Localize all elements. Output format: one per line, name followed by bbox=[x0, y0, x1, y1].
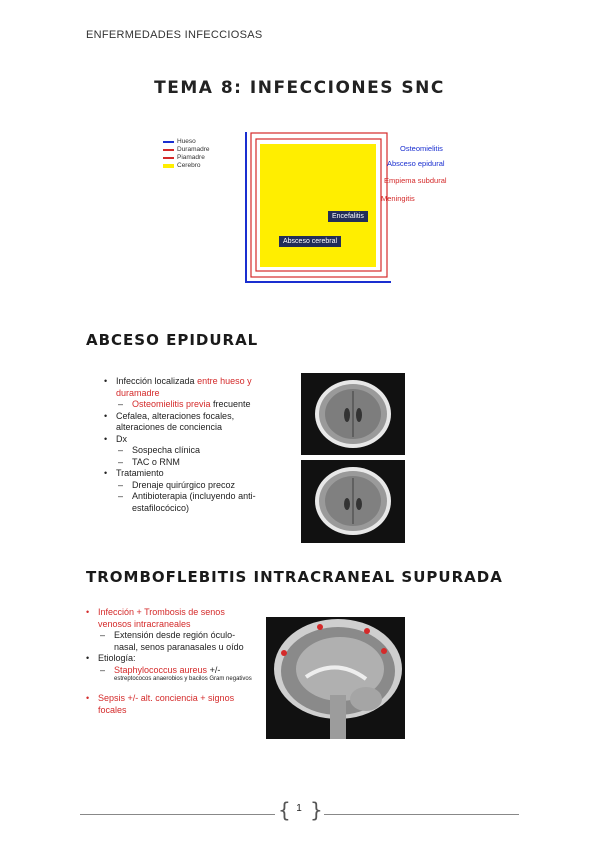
pia-layer bbox=[255, 138, 382, 272]
ct-scan-image bbox=[301, 460, 405, 543]
list-item: Etiología: bbox=[84, 653, 254, 665]
list-item: Infección localizada entre hueso y duram… bbox=[102, 376, 272, 399]
legend-item: Piamadre bbox=[163, 154, 210, 162]
footer-divider bbox=[80, 814, 275, 815]
list-item: Cefalea, alteraciones focales, alteracio… bbox=[102, 411, 272, 434]
label-empiema-subdural: Empiema subdural bbox=[384, 176, 447, 185]
brain-area bbox=[260, 144, 376, 267]
list-item: Osteomielitis previa frecuente bbox=[102, 399, 272, 411]
running-header: ENFERMEDADES INFECCIOSAS bbox=[86, 29, 263, 41]
list-item: Drenaje quirúrgico precoz bbox=[102, 480, 272, 492]
list-item: Antibioterapia (incluyendo anti-estafilo… bbox=[102, 491, 272, 514]
right-brace-icon: } bbox=[310, 798, 323, 822]
ct-scan-image bbox=[301, 373, 405, 455]
bone-layer bbox=[245, 132, 391, 283]
label-osteomielitis: Osteomielitis bbox=[400, 144, 443, 153]
diagram-legend: Hueso Duramadre Piamadre Cerebro bbox=[163, 138, 210, 170]
box-absceso-cerebral: Absceso cerebral bbox=[279, 236, 342, 247]
page-title: TEMA 8: INFECCIONES SNC bbox=[154, 78, 445, 98]
legend-item: Hueso bbox=[163, 138, 210, 146]
list-item: Tratamiento bbox=[102, 468, 272, 480]
mri-sagittal-image bbox=[266, 617, 405, 739]
list-item: Extensión desde región óculo-nasal, seno… bbox=[84, 630, 254, 653]
list-item: Sepsis +/- alt. conciencia + signos foca… bbox=[84, 693, 254, 716]
meninges-diagram: Osteomielitis Absceso epidural Empiema s… bbox=[243, 127, 453, 287]
list-item: Sospecha clínica bbox=[102, 445, 272, 457]
box-encefalitis: Encefalitis bbox=[328, 211, 368, 222]
page-number: 1 bbox=[296, 803, 302, 814]
left-brace-icon: { bbox=[278, 798, 291, 822]
list-item: estreptococos anaerobios y bacilos Gram … bbox=[114, 676, 252, 682]
label-absceso-epidural: Absceso epidural bbox=[387, 159, 445, 168]
section-heading: ABCESO EPIDURAL bbox=[86, 331, 259, 349]
list-item: Staphylococcus aureus +/- bbox=[84, 665, 254, 677]
legend-item: Duramadre bbox=[163, 146, 210, 154]
bullet-list: Infección + Trombosis de senos venosos i… bbox=[84, 607, 254, 716]
section-heading: TROMBOFLEBITIS INTRACRANEAL SUPURADA bbox=[86, 568, 503, 586]
legend-item: Cerebro bbox=[163, 162, 210, 170]
list-item: Infección + Trombosis de senos venosos i… bbox=[84, 607, 254, 630]
list-item: TAC o RNM bbox=[102, 457, 272, 469]
label-meningitis: Meningitis bbox=[381, 194, 415, 203]
dura-layer bbox=[250, 132, 388, 278]
bullet-list: Infección localizada entre hueso y duram… bbox=[102, 376, 272, 514]
list-item: Dx bbox=[102, 434, 272, 446]
footer-divider bbox=[324, 814, 519, 815]
